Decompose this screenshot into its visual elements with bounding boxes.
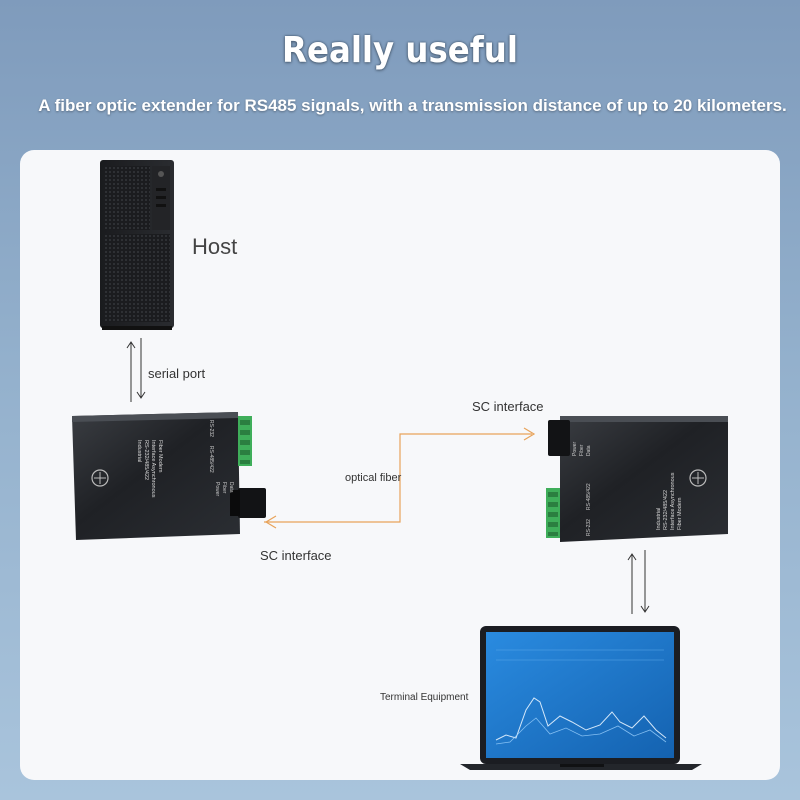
left-modem-line-3: Interface Asynchronous: [150, 440, 156, 498]
optical-fiber-label: optical fiber: [345, 472, 402, 484]
serial-port-link: [126, 338, 146, 402]
svg-text:RS-485/422: RS-485/422: [586, 483, 592, 510]
svg-text:RS-232: RS-232: [586, 519, 592, 536]
diagram-drawing: Industrial RS-232/485/422 Interface Asyn…: [72, 160, 728, 770]
terminal-equipment-label: Terminal Equipment: [380, 692, 469, 703]
laptop-icon: [460, 626, 702, 770]
svg-text:Fiber Modem: Fiber Modem: [677, 497, 683, 530]
svg-text:Fiber: Fiber: [221, 482, 227, 494]
right-fiber-modem-device: [546, 416, 728, 542]
right-modem-port-labels: RS-232 RS-485/422: [586, 483, 592, 536]
optical-fiber-link: [264, 427, 536, 529]
page-subtitle: A fiber optic extender for RS485 signals…: [38, 96, 787, 115]
right-modem-led-labels: Power Fiber Data: [572, 441, 592, 456]
svg-text:RS-232/485/422: RS-232/485/422: [663, 490, 669, 530]
page-title: Really useful: [282, 30, 518, 71]
terminal-link: [627, 550, 650, 614]
diagram-panel: Industrial RS-232/485/422 Interface Asyn…: [20, 150, 780, 780]
svg-text:Industrial: Industrial: [656, 508, 662, 530]
svg-text:Power: Power: [572, 441, 578, 456]
svg-text:Power: Power: [214, 482, 220, 497]
svg-text:Fiber: Fiber: [579, 444, 585, 456]
host-computer-icon: [100, 160, 174, 330]
left-modem-led-labels: Power Fiber Data: [214, 482, 234, 497]
sc-interface-label-left: SC interface: [260, 548, 332, 563]
left-modem-line-1: Industrial: [136, 440, 142, 462]
host-label: Host: [192, 234, 238, 259]
sc-interface-label-right: SC interface: [472, 399, 544, 414]
left-modem-text: Industrial RS-232/485/422 Interface Asyn…: [136, 440, 163, 498]
svg-text:RS-485/422: RS-485/422: [208, 446, 214, 473]
serial-port-label: serial port: [148, 366, 206, 381]
svg-text:RS-232: RS-232: [208, 420, 214, 437]
svg-text:Data: Data: [228, 482, 234, 493]
left-modem-line-2: RS-232/485/422: [143, 440, 149, 480]
right-modem-text: Industrial RS-232/485/422 Interface Asyn…: [656, 472, 683, 530]
svg-text:Interface Asynchronous: Interface Asynchronous: [670, 472, 676, 530]
left-modem-line-4: Fiber Modem: [157, 440, 163, 473]
left-fiber-modem-device: [72, 412, 266, 540]
svg-text:Data: Data: [586, 445, 592, 456]
left-modem-port-labels: RS-232 RS-485/422: [208, 420, 214, 473]
